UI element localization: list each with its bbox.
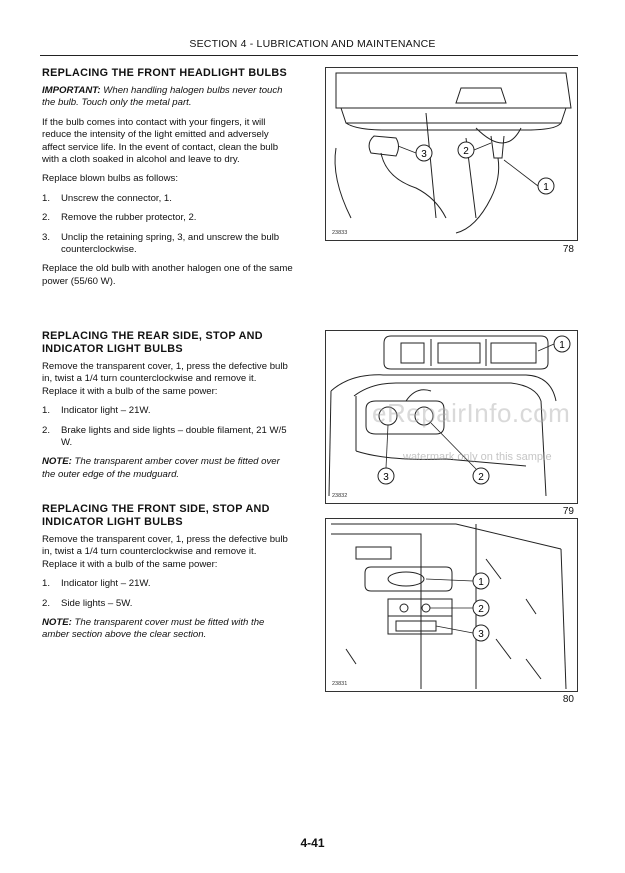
figure-code: 23832 [332, 493, 347, 499]
figure-headlight: 3 2 1 23833 [325, 67, 578, 241]
header-rule [40, 55, 578, 56]
page-number: 4-41 [300, 836, 325, 850]
note-text: The transparent cover must be fitted wit… [42, 617, 265, 641]
callout-1-label: 1 [478, 577, 484, 588]
figure-code: 23833 [332, 230, 347, 236]
step-number: 1. [42, 578, 51, 590]
note: NOTE: The transparent cover must be fitt… [42, 617, 294, 642]
watermark-subtext: watermark only on this sample [403, 451, 552, 463]
step-text: Indicator light – 21W. [61, 405, 151, 417]
paragraph: Replace the old bulb with another haloge… [42, 263, 293, 287]
important-note: IMPORTANT: When handling halogen bulbs n… [42, 85, 294, 110]
section-front-headlight: REPLACING THE FRONT HEADLIGHT BULBS IMPO… [42, 67, 294, 295]
callout-2-label: 2 [478, 604, 484, 615]
step-item: 2. Side lights – 5W. [42, 598, 294, 610]
section-title: REPLACING THE FRONT HEADLIGHT BULBS [42, 67, 288, 79]
paragraph: Remove the transparent cover, 1, press t… [42, 534, 288, 570]
step-number: 3. [42, 231, 51, 243]
paragraph: Remove the transparent cover, 1, press t… [42, 361, 288, 397]
step-item: 2. Brake lights and side lights – double … [42, 425, 294, 450]
watermark: eRepairInfo.com [372, 398, 571, 428]
step-text: Brake lights and side lights – double fi… [61, 424, 287, 449]
section-title: REPLACING THE FRONT SIDE, STOP AND INDIC… [42, 503, 270, 528]
front-side-light-illustration: 1 2 3 23831 [331, 523, 567, 690]
callout-3-label: 3 [478, 629, 484, 640]
callout-1-label: 1 [559, 340, 565, 351]
step-text: Unscrew the connector, 1. [61, 192, 172, 204]
section-front-side-lights: REPLACING THE FRONT SIDE, STOP AND INDIC… [42, 503, 294, 649]
figure-rear-lights: 1 3 2 23832 [325, 330, 578, 504]
important-label: IMPORTANT: [42, 85, 101, 96]
important-text: When handling halogen bulbs never touch … [42, 85, 283, 109]
callout-3-label: 3 [421, 149, 427, 160]
callout-2-label: 2 [463, 146, 469, 157]
paragraph: If the bulb comes into contact with your… [42, 116, 279, 166]
paragraph: Replace blown bulbs as follows: [42, 173, 178, 185]
rear-light-illustration: 1 3 2 23832 [328, 335, 571, 499]
step-number: 1. [42, 192, 51, 204]
section-title: REPLACING THE REAR SIDE, STOP AND INDICA… [42, 330, 263, 355]
note-label: NOTE: [42, 617, 72, 629]
headlight-illustration: 3 2 1 23833 [332, 72, 572, 236]
step-item: 1. Unscrew the connector, 1. [42, 193, 294, 205]
callout-2-label: 2 [478, 472, 484, 483]
figure-number: 79 [562, 506, 574, 517]
note-label: NOTE: [42, 456, 72, 468]
section-rear-lights: REPLACING THE REAR SIDE, STOP AND INDICA… [42, 330, 294, 488]
note: NOTE: The transparent amber cover must b… [42, 456, 294, 481]
step-text: Side lights – 5W. [61, 597, 133, 609]
callout-3-label: 3 [383, 472, 389, 483]
step-text: Indicator light – 21W. [61, 578, 151, 590]
step-number: 2. [42, 424, 51, 436]
figure-number: 80 [562, 694, 574, 705]
step-number: 2. [42, 597, 51, 609]
note-text: The transparent amber cover must be fitt… [42, 456, 280, 480]
step-number: 1. [42, 405, 51, 417]
step-item: 1. Indicator light – 21W. [42, 578, 294, 590]
step-number: 2. [42, 212, 51, 224]
step-item: 1. Indicator light – 21W. [42, 405, 294, 417]
step-text: Unclip the retaining spring, 3, and unsc… [61, 231, 280, 256]
figure-code: 23831 [332, 681, 347, 687]
step-item: 2. Remove the rubber protector, 2. [42, 212, 294, 224]
figure-number: 78 [562, 244, 574, 255]
callout-1-label: 1 [543, 182, 549, 193]
callout-2 [472, 467, 490, 485]
step-item: 3. Unclip the retaining spring, 3, and un… [42, 232, 294, 257]
section-header: SECTION 4 - LUBRICATION AND MAINTENANCE [189, 38, 436, 50]
figure-front-side-lights: 1 2 3 23831 [325, 518, 578, 692]
step-text: Remove the rubber protector, 2. [61, 212, 197, 224]
